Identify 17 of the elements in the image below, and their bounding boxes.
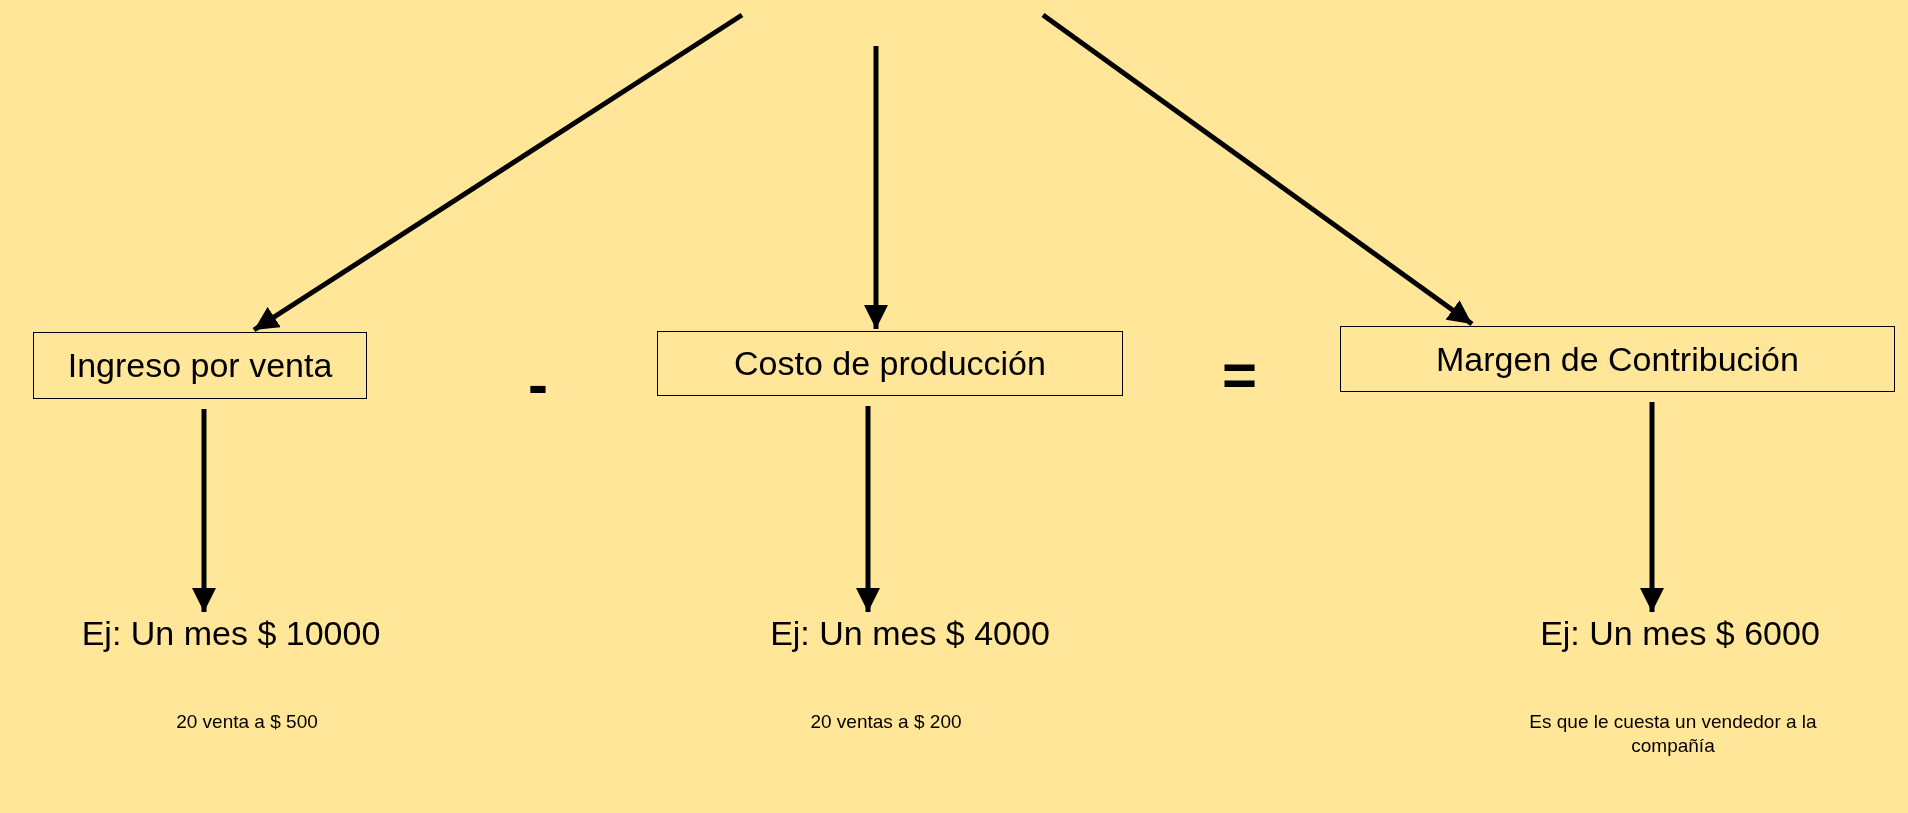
arrow xyxy=(1041,12,1474,327)
arrow xyxy=(856,406,880,612)
note-text: 20 ventas a $ 200 xyxy=(809,710,963,734)
process-box: Margen de Contribución xyxy=(1340,326,1895,392)
arrow xyxy=(192,409,216,612)
operator-symbol: = xyxy=(1222,345,1258,405)
example-text: Ej: Un mes $ 10000 xyxy=(60,612,402,654)
operator-symbol: - xyxy=(528,355,548,415)
note-text: Es que le cuesta un vendedor a la compañía xyxy=(1528,710,1818,758)
arrow xyxy=(252,12,744,333)
example-text: Ej: Un mes $ 6000 xyxy=(1510,612,1850,654)
process-box: Ingreso por venta xyxy=(33,332,367,399)
example-text: Ej: Un mes $ 4000 xyxy=(740,612,1080,654)
arrow xyxy=(1640,402,1664,612)
note-text: 20 venta a $ 500 xyxy=(175,710,319,734)
arrow xyxy=(864,46,888,329)
process-box: Costo de producción xyxy=(657,331,1123,396)
